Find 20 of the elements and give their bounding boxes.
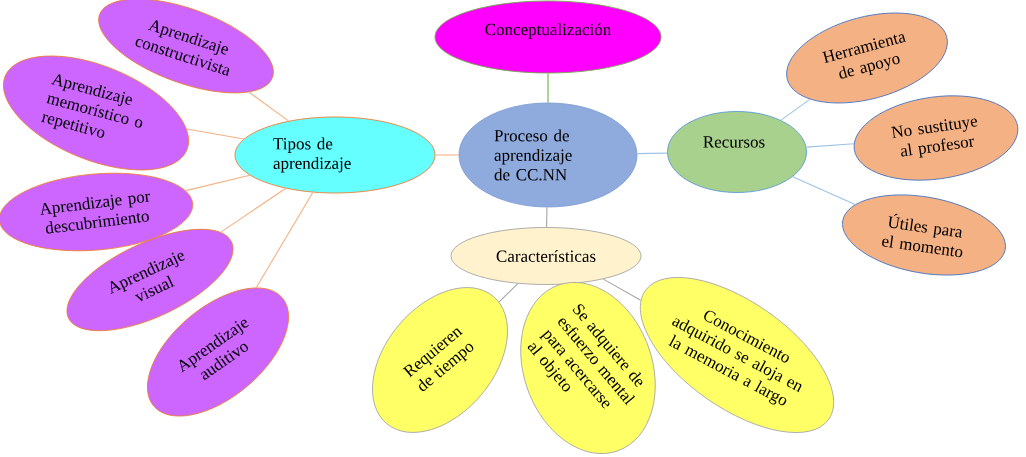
connector-line	[185, 174, 251, 192]
connector-line	[220, 187, 287, 233]
connector-line	[602, 278, 642, 301]
connector-line	[805, 143, 855, 148]
ellipse-node: No sustituye al profesor	[853, 95, 1019, 181]
connector-line	[434, 154, 460, 156]
ellipse-node: Conceptualización	[434, 0, 662, 74]
ellipse-node: Características	[450, 227, 642, 285]
connector-line	[255, 191, 314, 289]
connector-line	[248, 91, 289, 122]
connector-line	[792, 176, 856, 205]
connector-line	[547, 72, 549, 104]
connector-line	[636, 152, 668, 155]
connector-line	[498, 283, 519, 303]
connector-line	[546, 206, 548, 228]
connector-line	[186, 128, 245, 140]
connector-line	[780, 98, 811, 121]
ellipse-node: Recursos	[667, 111, 807, 193]
ellipse-node: Proceso de aprendizaje de CC.NN	[458, 102, 638, 208]
ellipse-node: Tipos de aprendizaje	[234, 116, 436, 194]
